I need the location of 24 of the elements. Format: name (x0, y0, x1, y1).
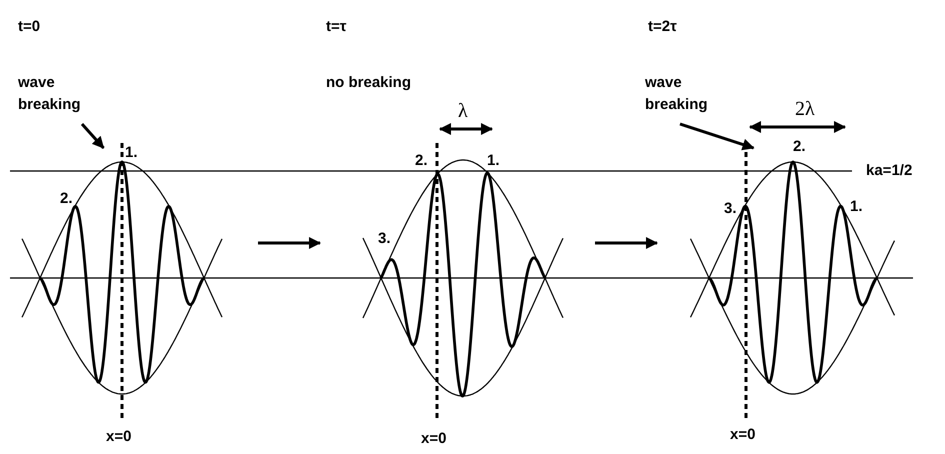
time-label: t=0 (18, 18, 40, 36)
crest-number: 2. (415, 152, 428, 170)
annotation-text: wave breaking (645, 73, 709, 115)
wavelength-label: λ (458, 100, 468, 122)
crest-number: 1. (487, 152, 500, 170)
time-label: t=τ (326, 18, 346, 36)
threshold-label: ka=1/2 (866, 162, 912, 180)
position-label: x=0 (106, 428, 132, 446)
crest-number: 3. (724, 200, 737, 218)
arrow (258, 237, 321, 249)
leader-line (80, 123, 105, 149)
crest-number: 3. (378, 230, 391, 248)
annotation-text: no breaking (326, 73, 412, 93)
crest-number: 1. (850, 198, 863, 216)
time-label: t=2τ (648, 18, 677, 36)
annotation-text: wave breaking (18, 73, 82, 115)
position-label: x=0 (421, 430, 446, 448)
wavelength-label: 2λ (795, 98, 815, 120)
crest-number: 2. (793, 138, 806, 156)
position-label: x=0 (730, 426, 756, 444)
arrow (595, 237, 658, 249)
crest-number: 2. (60, 190, 73, 208)
leader-line (680, 122, 754, 150)
crest-number: 1. (125, 144, 138, 162)
